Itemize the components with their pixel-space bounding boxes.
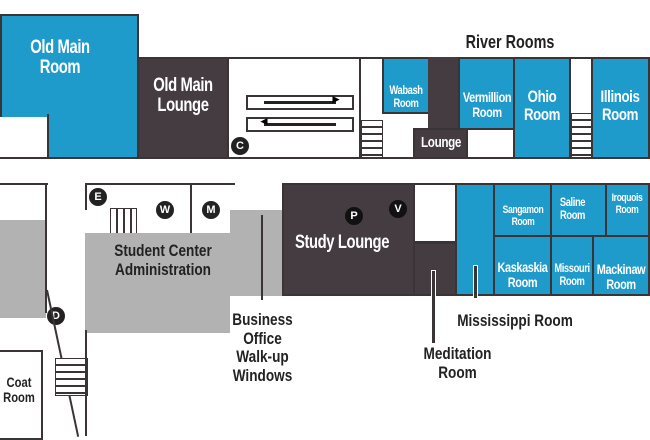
missouri-label: Missouri Room (554, 261, 590, 288)
sangamon-room[interactable] (493, 183, 552, 237)
marker-c: C (231, 137, 249, 155)
stairs-icon (55, 358, 88, 396)
wall (85, 330, 87, 436)
pointer-line (261, 215, 263, 300)
arrow-left-icon: ◄ (258, 114, 270, 128)
study-lounge-white-box (413, 183, 457, 243)
mackinaw-label: Mackinaw Room (596, 261, 646, 292)
lounge-label: Lounge (421, 134, 461, 151)
illinois-label: Illinois Room (600, 87, 640, 124)
old-main-lounge-label: Old Main Lounge (153, 75, 213, 116)
meditation-room-label: Meditation Room (423, 344, 492, 382)
gray-area-left (0, 220, 46, 318)
wall (190, 185, 192, 235)
lounge-corridor (428, 57, 460, 133)
arrow-right-icon: ► (330, 92, 342, 106)
mississippi-room-label: Mississippi Room (457, 311, 573, 330)
coat-room-label: Coat Room (3, 374, 35, 406)
wabash-label: Wabash Room (389, 83, 423, 110)
marker-m: M (202, 201, 220, 219)
mackinaw-room[interactable] (592, 235, 650, 296)
marker-e: E (89, 188, 107, 206)
wall (359, 57, 361, 159)
pointer-line (473, 265, 478, 299)
kaskaskia-room[interactable] (493, 235, 552, 296)
business-office-label: Business Office Walk-up Windows (232, 310, 293, 386)
marker-p: P (345, 207, 363, 225)
pointer-line (431, 270, 436, 344)
stairs-icon (571, 113, 593, 158)
escalator-down: ◄ (246, 114, 354, 132)
wall (0, 157, 650, 159)
wall (0, 183, 48, 185)
ohio-room[interactable] (513, 57, 571, 159)
wall (45, 183, 47, 313)
study-lounge-label: Study Lounge (294, 232, 390, 253)
vermillion-label: Vermillion Room (462, 89, 512, 120)
iroquois-room[interactable] (605, 183, 650, 237)
old-main-lounge[interactable] (137, 57, 229, 159)
illinois-room[interactable] (591, 57, 650, 159)
student-center-administration[interactable] (85, 233, 230, 333)
wall (85, 185, 87, 210)
ohio-label: Ohio Room (523, 87, 561, 124)
river-lounge[interactable] (413, 128, 468, 159)
admin-label: Student Center Administration (114, 241, 212, 279)
kaskaskia-label: Kaskaskia Room (497, 259, 548, 290)
marker-w: W (156, 201, 174, 219)
iroquois-label: Iroquois Room (611, 192, 643, 216)
sangamon-label: Sangamon Room (502, 204, 544, 228)
old-main-room-lower[interactable] (47, 114, 139, 159)
wall (85, 183, 235, 185)
river-rooms-title: River Rooms (465, 32, 555, 52)
old-main-room-label: Old Main Room (30, 37, 90, 78)
saline-label: Saline Room (559, 195, 586, 222)
admin-annex (230, 210, 283, 296)
escalator-up: ► (246, 92, 354, 110)
stairs-icon (110, 208, 137, 235)
stairs-icon (361, 120, 383, 158)
marker-v: V (389, 200, 407, 218)
